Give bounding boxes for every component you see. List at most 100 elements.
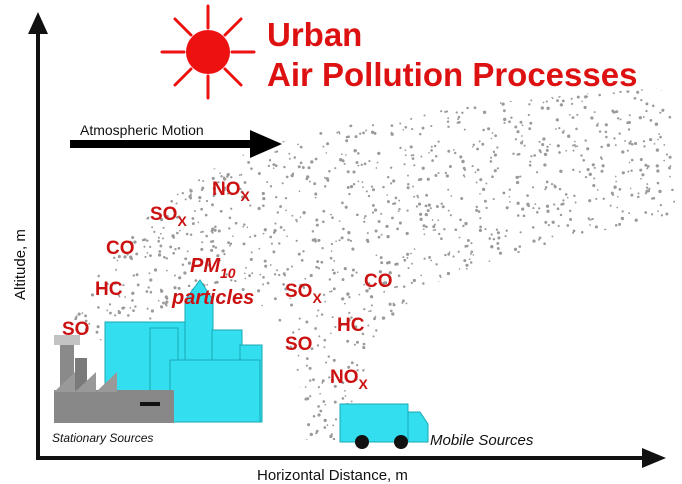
plume-dot	[518, 427, 521, 430]
plume-dot	[475, 181, 478, 184]
plume-dot	[309, 395, 312, 398]
plume-dot	[544, 399, 547, 402]
plume-dot	[677, 290, 680, 293]
plume-dot	[74, 214, 77, 217]
plume-dot	[609, 347, 613, 351]
plume-dot	[556, 345, 560, 349]
plume-dot	[494, 338, 499, 342]
plume-dot	[652, 104, 655, 108]
plume-dot	[73, 196, 77, 200]
plume-dot	[359, 116, 362, 120]
plume-dot	[358, 293, 361, 296]
plume-dot	[666, 373, 670, 376]
plume-dot	[449, 278, 453, 282]
mobile-sources-label: Mobile Sources	[430, 432, 534, 449]
plume-dot	[544, 220, 548, 224]
plume-dot	[481, 378, 486, 382]
plume-dot	[272, 96, 276, 100]
plume-dot	[578, 170, 581, 173]
plume-dot	[491, 132, 494, 134]
plume-dot	[570, 438, 573, 440]
plume-dot	[331, 268, 335, 272]
plume-dot	[386, 200, 390, 204]
plume-dot	[347, 102, 349, 105]
plume-dot	[228, 425, 232, 429]
plume-dot	[111, 214, 115, 218]
plume-dot	[253, 433, 257, 437]
plume-dot	[610, 281, 613, 284]
plume-dot	[636, 349, 640, 353]
plume-dot	[471, 145, 474, 148]
plume-dot	[419, 177, 423, 181]
plume-dot	[317, 309, 320, 312]
plume-dot	[229, 126, 233, 131]
plume-dot	[61, 111, 64, 114]
particles-label: particles	[171, 287, 254, 309]
plume-dot	[222, 92, 226, 95]
plume-dot	[354, 135, 358, 139]
plume-dot	[406, 256, 409, 259]
plume-dot	[281, 106, 285, 110]
plume-dot	[304, 277, 307, 280]
plume-dot	[160, 166, 163, 169]
plume-dot	[362, 131, 365, 135]
plume-dot	[338, 133, 341, 135]
plume-dot	[369, 397, 372, 400]
plume-dot	[652, 418, 655, 422]
plume-dot	[117, 309, 120, 312]
plume-dot	[344, 302, 346, 305]
plume-dot	[498, 251, 503, 255]
plume-dot	[466, 352, 470, 356]
plume-dot	[405, 231, 409, 236]
plume-dot	[553, 203, 556, 206]
plume-dot	[354, 325, 358, 329]
plume-dot	[442, 95, 445, 98]
plume-dot	[673, 420, 675, 423]
plume-dot	[197, 102, 200, 105]
plume-dot	[541, 143, 545, 147]
plume-dot	[454, 406, 458, 410]
plume-dot	[316, 314, 319, 317]
plume-dot	[118, 295, 121, 298]
plume-dot	[181, 424, 183, 427]
plume-dot	[223, 268, 226, 271]
plume-dot	[269, 399, 273, 403]
plume-dot	[286, 235, 288, 238]
plume-dot	[588, 199, 592, 203]
plume-dot	[98, 209, 101, 213]
plume-dot	[678, 84, 680, 86]
plume-dot	[514, 138, 518, 141]
plume-dot	[266, 379, 269, 383]
plume-dot	[629, 187, 632, 190]
plume-dot	[114, 105, 118, 109]
plume-dot	[347, 365, 351, 369]
plume-dot	[138, 99, 141, 103]
plume-dot	[487, 424, 490, 427]
plume-dot	[464, 245, 467, 248]
plume-dot	[606, 301, 609, 304]
plume-dot	[85, 197, 88, 200]
plume-dot	[543, 242, 546, 246]
plume-dot	[459, 155, 463, 159]
plume-dot	[230, 279, 233, 282]
plume-dot	[627, 170, 630, 173]
plume-dot	[479, 368, 483, 372]
plume-dot	[166, 80, 169, 83]
plume-dot	[630, 169, 633, 172]
plume-dot	[469, 261, 473, 264]
plume-dot	[514, 256, 517, 260]
plume-dot	[82, 148, 86, 152]
plume-dot	[568, 291, 571, 295]
plume-dot	[466, 98, 469, 101]
plume-dot	[60, 232, 62, 234]
plume-dot	[645, 102, 649, 106]
plume-dot	[232, 235, 234, 238]
plume-dot	[568, 113, 571, 116]
plume-dot	[370, 130, 375, 134]
plume-dot	[350, 361, 354, 365]
plume-dot	[428, 383, 432, 387]
plume-dot	[390, 166, 393, 169]
plume-dot	[447, 252, 451, 256]
plume-dot	[645, 186, 649, 189]
plume-dot	[147, 167, 151, 170]
